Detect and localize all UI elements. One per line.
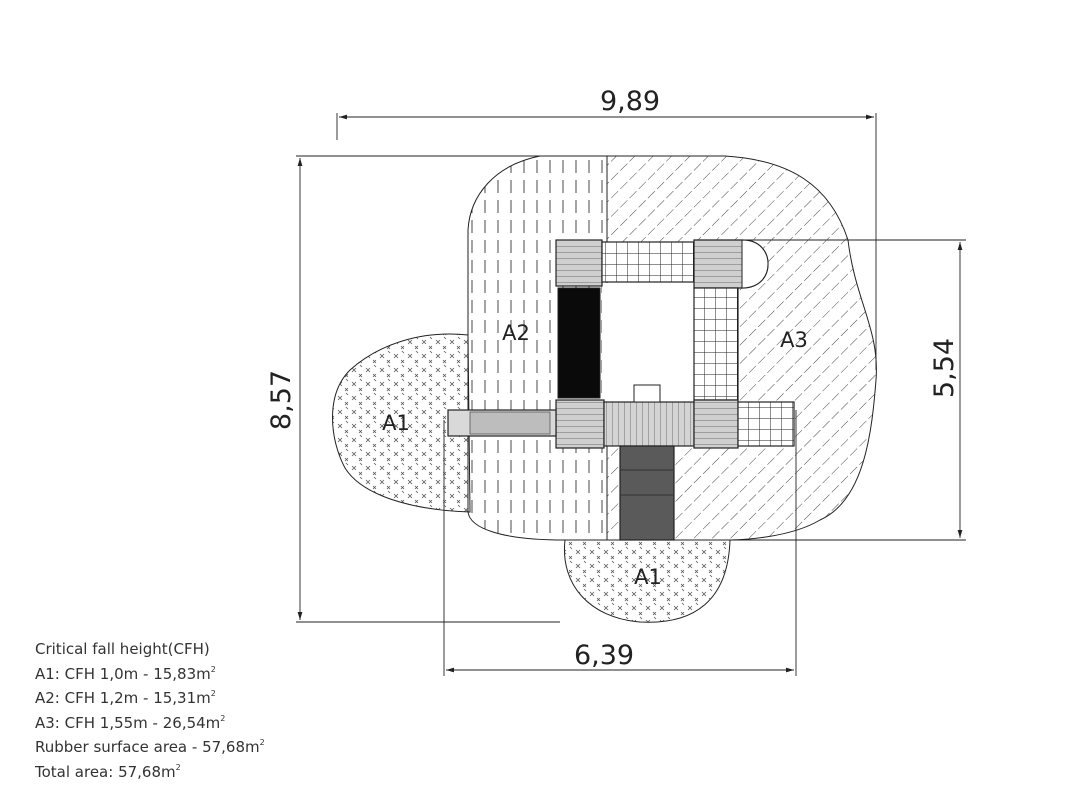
slide-bottom: [619, 445, 675, 541]
dimension-overall-height: 8,57: [266, 370, 297, 430]
tube-slide: [557, 287, 601, 399]
zone-label-a2: A2: [502, 321, 530, 345]
platform-bottom-middle: [603, 401, 695, 447]
bridge-top: [601, 241, 695, 283]
platform-bottom-right: [693, 399, 739, 449]
zone-label-a1-left: A1: [382, 411, 410, 435]
legend-row: A3: CFH 1,55m - 26,54m2: [35, 713, 226, 732]
legend-row: Rubber surface area - 57,68m2: [35, 738, 265, 756]
dimension-structure-height: 5,54: [929, 338, 960, 398]
dimension-structure-width: 6,39: [574, 640, 634, 671]
zone-a1-left-area: [332, 333, 471, 513]
legend-row: A2: CFH 1,2m - 15,31m2: [35, 689, 216, 707]
legend-row: A1: CFH 1,0m - 15,83m2: [35, 664, 216, 683]
legend-title: Critical fall height(CFH): [35, 640, 210, 658]
playground-structure: [447, 239, 795, 541]
zone-label-a3: A3: [780, 328, 808, 352]
zone-label-a1-bottom: A1: [634, 565, 662, 589]
zone-a1-bottom-area: [563, 539, 731, 623]
tower-top-left: [555, 239, 603, 287]
legend-row: Total area: 57,68m2: [35, 762, 181, 781]
dimension-overall-width: 9,89: [600, 86, 660, 117]
stairs-right: [737, 401, 795, 447]
legend: Critical fall height(CFH) A1: CFH 1,0m -…: [35, 640, 265, 782]
platform-bottom-left: [555, 399, 605, 449]
bridge-right: [693, 287, 739, 401]
